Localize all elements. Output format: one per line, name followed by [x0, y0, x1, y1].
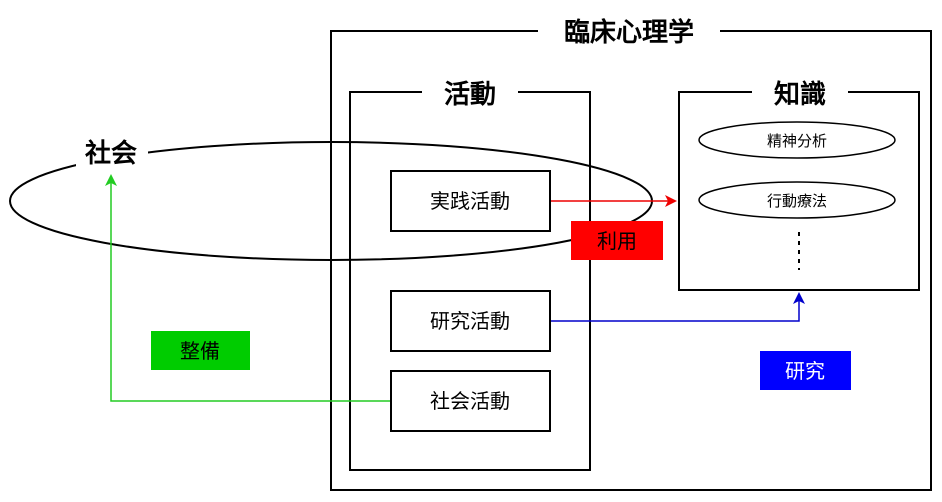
knowledge-title: 知識 — [774, 80, 826, 110]
activity-practice-box: 実践活動 — [390, 170, 551, 232]
develop-arrow — [105, 174, 390, 402]
research-arrow — [551, 292, 805, 322]
develop-tag: 整備 — [151, 331, 250, 370]
psychology-title: 臨床心理学 — [564, 17, 694, 48]
knowledge-item-label: 精神分析 — [767, 132, 827, 150]
knowledge-item-behavior-therapy: 行動療法 — [698, 181, 896, 219]
knowledge-frame: 知識 — [678, 76, 920, 291]
knowledge-item-psychoanalysis: 精神分析 — [698, 121, 896, 159]
activities-frame: 活動 — [349, 76, 591, 471]
knowledge-item-label: 行動療法 — [767, 192, 827, 210]
activity-research-label: 研究活動 — [430, 309, 510, 333]
activities-title: 活動 — [444, 80, 496, 110]
activity-social-label: 社会活動 — [430, 389, 510, 413]
activity-practice-label: 実践活動 — [430, 189, 510, 213]
activity-social-box: 社会活動 — [390, 370, 551, 432]
develop-tag-label: 整備 — [180, 339, 220, 363]
research-tag: 研究 — [760, 351, 851, 390]
use-tag-label: 利用 — [597, 229, 637, 253]
society-title: 社会 — [85, 138, 137, 169]
activity-research-box: 研究活動 — [390, 290, 551, 352]
psychology-frame: 臨床心理学 — [330, 14, 932, 491]
use-tag: 利用 — [571, 221, 663, 260]
research-tag-label: 研究 — [785, 359, 825, 383]
